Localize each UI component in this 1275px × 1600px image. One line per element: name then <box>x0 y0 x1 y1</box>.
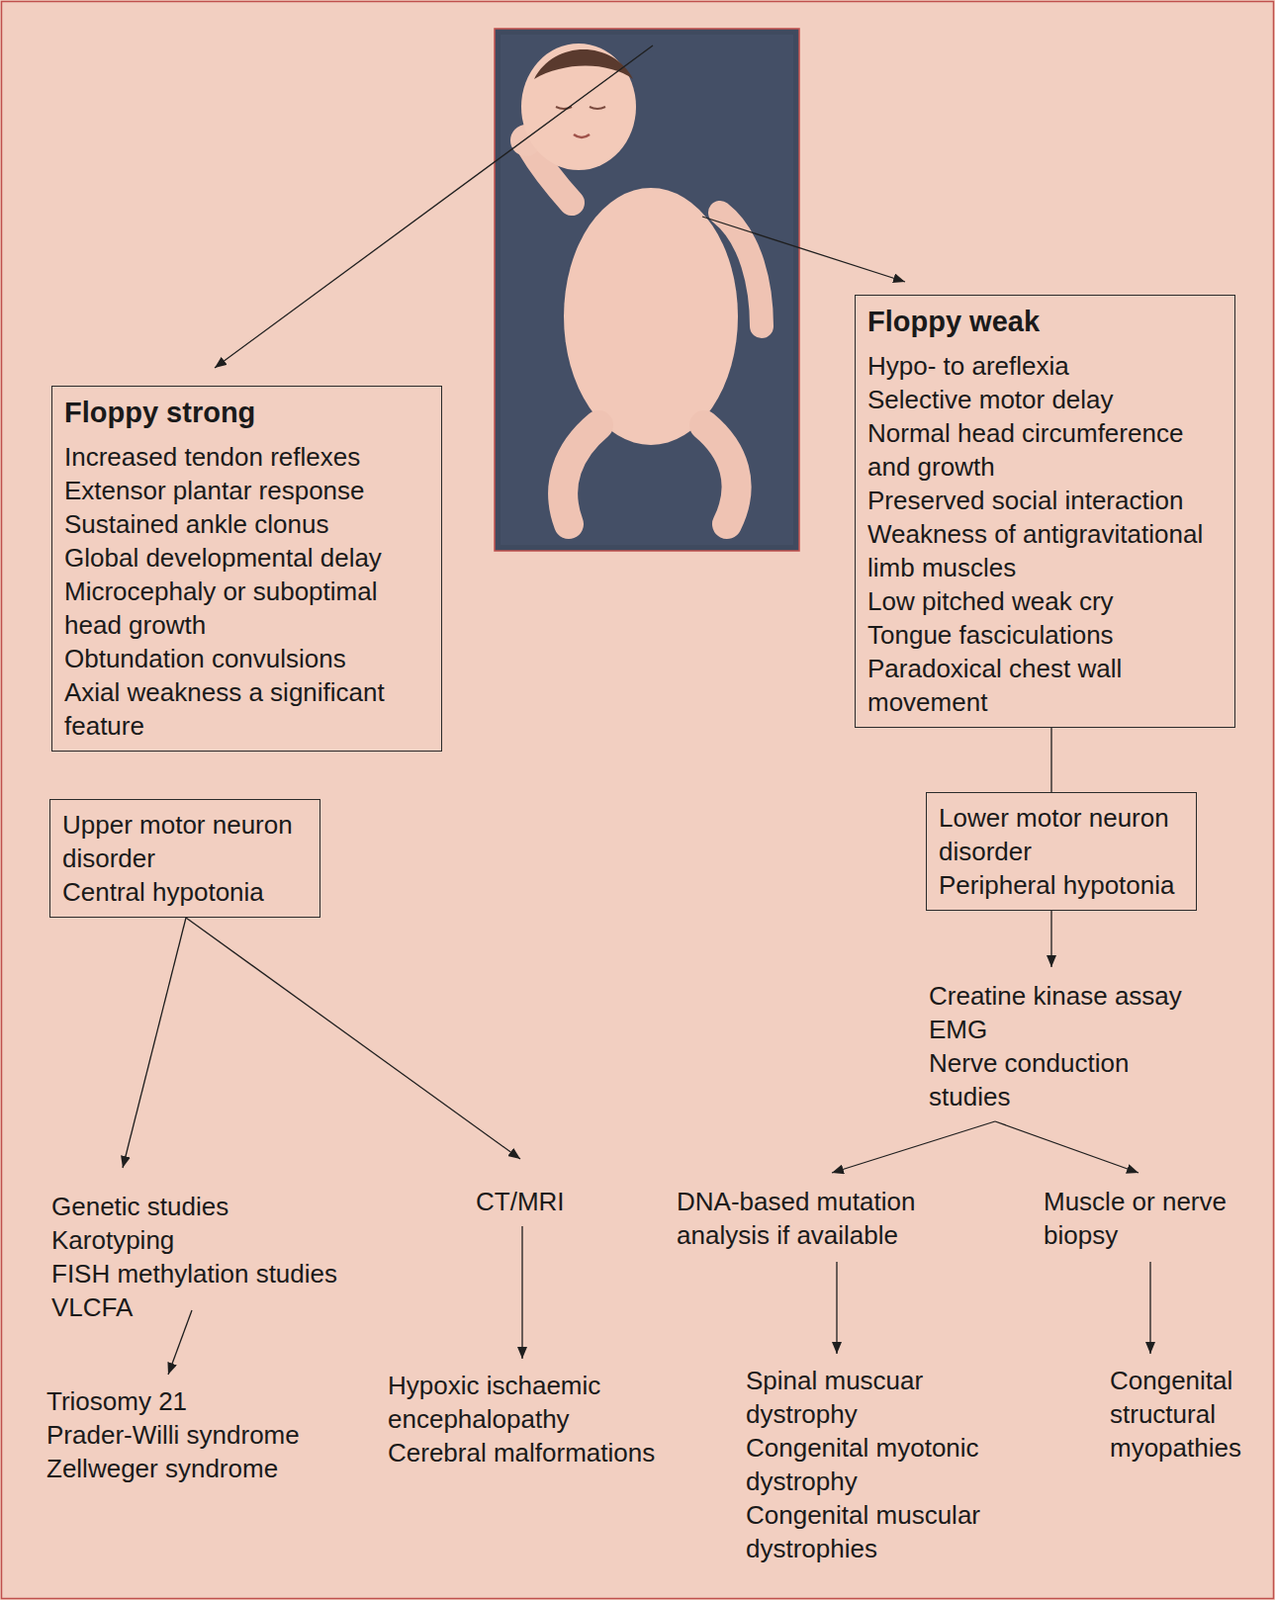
disorder-box: Upper motor neuron disorderCentral hypot… <box>49 799 321 918</box>
item-text: Extensor plantar response <box>64 473 430 508</box>
item-text: Global developmental delay <box>64 541 430 575</box>
item-text: Karotyping <box>51 1223 368 1258</box>
infant-leg <box>562 425 599 525</box>
item-text: Central hypotonia <box>62 875 308 910</box>
item-text: Congenital myotonic dystrophy <box>745 1431 1003 1499</box>
item-text: Peripheral hypotonia <box>938 868 1184 903</box>
box-heading: Floppy weak <box>867 303 1223 340</box>
flow-connector <box>122 917 186 1169</box>
item-text: CT/MRI <box>475 1184 595 1219</box>
item-text: Lower motor neuron disorder <box>938 801 1184 869</box>
item-text: Cerebral malformations <box>387 1436 675 1470</box>
item-text: DNA-based mutation analysis if available <box>676 1184 934 1253</box>
infant-photo <box>494 28 800 551</box>
item-text: Congenital structural myopathies <box>1109 1364 1259 1465</box>
investigation-text: Muscle or nerve biopsy <box>1043 1184 1257 1253</box>
flow-connector <box>521 1226 523 1360</box>
category-box: Floppy weakHypo- to areflexiaSelective m… <box>854 294 1236 729</box>
item-text: Genetic studies <box>51 1189 368 1224</box>
item-text: Low pitched weak cry <box>867 584 1223 619</box>
diagnosis-text: Congenital structural myopathies <box>1109 1364 1259 1465</box>
item-text: Hypo- to areflexia <box>867 349 1223 383</box>
item-text: EMG <box>928 1012 1198 1047</box>
infant-head <box>521 43 637 171</box>
item-text: Upper motor neuron disorder <box>62 808 308 876</box>
pointer-arrow <box>702 216 906 282</box>
flow-connector <box>1050 910 1052 968</box>
infant-mouth <box>573 134 590 138</box>
flow-connector <box>995 1121 1139 1174</box>
item-text: Axial weakness a significant feature <box>64 675 430 743</box>
item-text: VLCFA <box>51 1290 368 1325</box>
item-text: Muscle or nerve biopsy <box>1043 1184 1257 1253</box>
pointer-arrow <box>214 45 653 368</box>
infant-torso <box>563 187 738 446</box>
item-text: Hypoxic ischaemic encephalopathy <box>387 1368 675 1437</box>
item-text: Preserved social interaction <box>867 483 1223 518</box>
item-text: Normal head circumference and growth <box>867 416 1223 484</box>
disorder-box: Lower motor neuron disorderPeripheral hy… <box>925 792 1197 911</box>
item-text: Triosomy 21 <box>46 1384 344 1419</box>
item-text: Sustained ankle clonus <box>64 507 430 542</box>
infant-leg <box>704 425 737 525</box>
flow-connector <box>168 1310 192 1375</box>
item-text: Microcephaly or suboptimal head growth <box>64 574 430 642</box>
investigation-text: Creatine kinase assayEMGNerve conduction… <box>928 979 1198 1114</box>
infant-eyes <box>555 106 606 109</box>
diagnosis-text: Triosomy 21Prader-Willi syndromeZellwege… <box>46 1384 344 1486</box>
box-heading: Floppy strong <box>64 394 430 431</box>
investigation-text: DNA-based mutation analysis if available <box>676 1184 934 1253</box>
item-text: Selective motor delay <box>867 382 1223 417</box>
diagnosis-text: Spinal muscuar dystrophyCongenital myoto… <box>745 1364 1003 1566</box>
photo-frame <box>494 28 800 551</box>
item-text: Spinal muscuar dystrophy <box>745 1364 1003 1432</box>
flow-connector <box>185 917 521 1160</box>
flow-connector <box>1149 1262 1151 1355</box>
item-text: Nerve conduction studies <box>928 1046 1198 1114</box>
item-text: Weakness of antigravitational limb muscl… <box>867 517 1223 585</box>
diagnosis-text: Hypoxic ischaemic encephalopathyCerebral… <box>387 1368 675 1470</box>
item-text: Prader-Willi syndrome <box>46 1418 344 1453</box>
item-text: Tongue fasciculations <box>867 618 1223 652</box>
infant-hair <box>534 49 634 80</box>
investigation-text: CT/MRI <box>475 1184 595 1219</box>
item-text: FISH methylation studies <box>51 1257 368 1291</box>
item-text: Increased tendon reflexes <box>64 440 430 474</box>
item-text: Obtundation convulsions <box>64 641 430 676</box>
flow-connector <box>831 1121 996 1174</box>
photo-blanket <box>500 34 794 546</box>
item-text: Paradoxical chest wall movement <box>867 651 1223 720</box>
item-text: Creatine kinase assay <box>928 979 1198 1013</box>
category-box: Floppy strongIncreased tendon reflexesEx… <box>51 385 443 752</box>
investigation-text: Genetic studiesKarotypingFISH methylatio… <box>51 1189 368 1325</box>
item-text: Congenital muscular dystrophies <box>745 1498 1003 1566</box>
item-text: Zellweger syndrome <box>46 1452 344 1486</box>
flow-connector <box>1050 728 1052 793</box>
flow-connector <box>835 1262 837 1355</box>
